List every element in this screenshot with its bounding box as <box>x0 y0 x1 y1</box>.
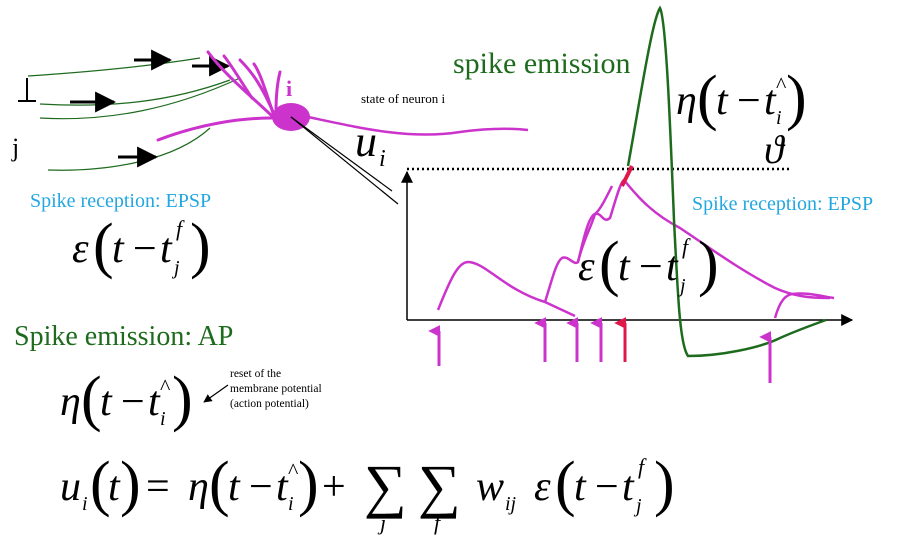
svg-text:i: i <box>82 493 88 515</box>
epsilon-formula-left: ε ( t − t j f ) <box>72 212 211 280</box>
svg-text:f: f <box>434 510 443 535</box>
svg-text:j: j <box>171 257 180 279</box>
action-potential-trace <box>626 5 827 358</box>
svg-text:t: t <box>666 244 679 290</box>
svg-text:η: η <box>60 379 81 425</box>
svg-text:j: j <box>377 510 386 535</box>
svg-text:−: − <box>121 379 145 425</box>
svg-text:(: ( <box>81 365 102 433</box>
svg-text:): ) <box>298 450 319 518</box>
reset-note-line: reset of the <box>230 368 281 380</box>
svg-text:=: = <box>146 464 170 510</box>
svg-text:ij: ij <box>505 493 517 515</box>
svg-text:(: ( <box>697 64 718 132</box>
svg-text:−: − <box>133 226 157 272</box>
reset-note-arrow <box>203 384 229 403</box>
svg-text:j: j <box>677 275 686 297</box>
svg-text:η: η <box>188 464 209 510</box>
svg-text:(: ( <box>555 450 576 518</box>
svg-text:j: j <box>633 495 642 517</box>
reset-note-line: (action potential) <box>230 398 309 410</box>
svg-text:−: − <box>639 244 663 290</box>
membrane-trace <box>436 178 835 319</box>
svg-text:∑: ∑ <box>364 453 407 519</box>
svg-text:t: t <box>764 78 777 124</box>
svg-text:): ) <box>698 230 719 298</box>
svg-text:^: ^ <box>160 374 171 399</box>
svg-text:(: ( <box>599 230 620 298</box>
svg-text:t: t <box>112 226 125 272</box>
svg-text:t: t <box>276 464 289 510</box>
svg-text:t: t <box>148 379 161 425</box>
svg-text:i: i <box>160 408 166 430</box>
output-axon <box>307 115 529 136</box>
svg-text:i: i <box>288 493 294 515</box>
svg-text:t: t <box>618 244 631 290</box>
svg-text:): ) <box>120 450 141 518</box>
spike-emission-ap-label: Spike emission: AP <box>14 321 233 352</box>
svg-text:): ) <box>786 64 807 132</box>
svg-text:^: ^ <box>776 72 787 97</box>
dendrites <box>156 50 282 142</box>
svg-text:(: ( <box>90 450 111 518</box>
svg-text:t: t <box>228 464 241 510</box>
svg-text:−: − <box>595 464 619 510</box>
epsilon-formula-plot: ε ( t − t j f ) <box>578 230 719 298</box>
spike-reception-right-label: Spike reception: EPSP <box>692 193 873 215</box>
membrane-potential-equation: u i ( t ) = η ( t − t i ^ ) + ∑ j ∑ f w … <box>60 450 675 535</box>
svg-text:u: u <box>60 464 81 510</box>
state-of-neuron-label: state of neuron i <box>361 91 446 106</box>
svg-text:): ) <box>654 450 675 518</box>
svg-text:η: η <box>676 78 697 124</box>
svg-text:(: ( <box>93 212 114 280</box>
svg-text:t: t <box>574 464 587 510</box>
spike-emission-title: spike emission <box>453 47 631 80</box>
neuron-sketch: j i state of neuron i <box>11 49 529 205</box>
threshold-symbol: ϑ <box>764 127 786 172</box>
reset-note: reset of the membrane potential (action … <box>230 368 322 410</box>
presynaptic-label: j <box>11 133 19 162</box>
eta-formula-top: η ( t − t i ^ ) <box>676 64 807 132</box>
reset-note-line: membrane potential <box>230 383 322 395</box>
svg-text:∑: ∑ <box>418 453 461 519</box>
svg-text:w: w <box>476 464 504 510</box>
svg-text:): ) <box>190 212 211 280</box>
svg-text:): ) <box>172 365 193 433</box>
svg-text:t: t <box>716 78 729 124</box>
svg-text:t: t <box>160 226 173 272</box>
spike-reception-left-label: Spike reception: EPSP <box>30 190 211 212</box>
svg-text:t: t <box>108 464 121 510</box>
svg-text:+: + <box>322 464 346 510</box>
svg-text:(: ( <box>209 450 230 518</box>
presynaptic-axons <box>27 57 241 171</box>
svg-text:f: f <box>176 216 185 241</box>
neuron-label: i <box>286 76 292 101</box>
svg-text:ε: ε <box>578 244 595 290</box>
svg-text:t: t <box>622 464 635 510</box>
svg-text:^: ^ <box>288 458 299 483</box>
svg-text:f: f <box>682 234 691 259</box>
svg-text:ε: ε <box>72 226 89 272</box>
presynaptic-terminal-icon <box>18 78 36 102</box>
threshold-crossing <box>620 165 634 187</box>
svg-text:−: − <box>249 464 273 510</box>
eta-formula-reset: η ( t − t i ^ ) <box>60 365 193 433</box>
svg-text:t: t <box>100 379 113 425</box>
u-i-label: ui <box>355 117 386 172</box>
svg-text:−: − <box>737 78 761 124</box>
electrode-line <box>290 116 393 192</box>
membrane-potential-plot: ui ϑ <box>355 5 854 383</box>
svg-text:ε: ε <box>534 464 551 510</box>
electrode-line <box>290 116 399 205</box>
svg-text:i: i <box>776 107 782 129</box>
svg-text:f: f <box>638 454 647 479</box>
